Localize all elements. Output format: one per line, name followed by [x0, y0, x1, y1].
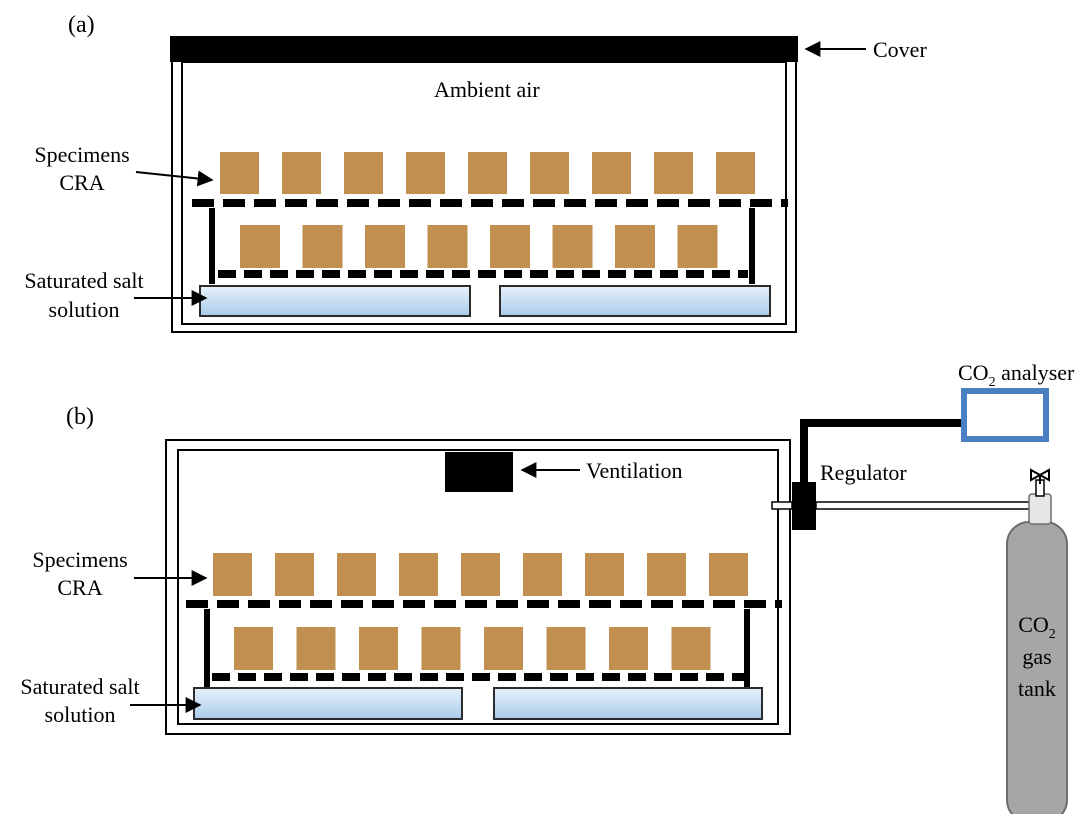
panel-b-top-specimen-7 [585, 553, 624, 596]
panel-a-top-specimen-4 [406, 152, 445, 194]
panel-a-bottom-specimen-1 [240, 225, 280, 268]
panel-a-top-specimen-8 [654, 152, 693, 194]
panel-b-bottom-specimen-1 [234, 627, 273, 670]
panel-b-left-post [204, 609, 210, 687]
panel-b-solution-tray-left [193, 687, 463, 720]
panel-b-co2-analyser [961, 388, 1049, 442]
panel-a-top-specimen-1 [220, 152, 259, 194]
panel-a-salt-label: Saturated salt [24, 268, 143, 293]
panel-b-top-specimen-1 [213, 553, 252, 596]
panel-a-specimens-top-row [220, 152, 755, 194]
panel-a-cra-label: CRA [59, 170, 104, 195]
panel-b-gas-line-inlet [771, 501, 793, 510]
panel-a-top-specimen-2 [282, 152, 321, 194]
panel-a-solution-tray-left [199, 285, 471, 317]
tank-label-line2: gas [1022, 644, 1051, 669]
panel-a: (a) Cover Ambient air Specimens CRA Satu… [24, 12, 927, 333]
panel-a-solution-tray-right [499, 285, 771, 317]
valve-icon [1030, 468, 1050, 484]
panel-b-ventilation-unit [445, 452, 513, 492]
panel-a-bottom-specimen-7 [615, 225, 655, 268]
panel-b-cra-label: CRA [57, 575, 102, 600]
panel-b-top-specimen-4 [399, 553, 438, 596]
panel-a-bottom-specimen-6 [552, 225, 593, 268]
panel-a-solution-label: solution [49, 297, 120, 322]
panel-b-top-specimen-9 [709, 553, 748, 596]
panel-a-specimens-bottom-row [240, 225, 718, 268]
panel-a-tag: (a) [68, 12, 95, 38]
panel-b-bottom-specimen-6 [546, 627, 586, 670]
panel-b-top-specimen-2 [275, 553, 314, 596]
panel-a-ambient-label: Ambient air [434, 77, 540, 102]
panel-b-bottom-specimen-8 [671, 627, 711, 670]
panel-b-solution-label: solution [45, 702, 116, 727]
panel-b-ventilation-label: Ventilation [586, 458, 683, 483]
panel-a-top-specimen-7 [592, 152, 631, 194]
panel-b-co2-gas-tank: CO2 gas tank [1006, 468, 1068, 814]
panel-b-solution-tray-right [493, 687, 763, 720]
panel-a-bottom-specimen-2 [302, 225, 343, 268]
panel-a-top-specimen-9 [716, 152, 755, 194]
tank-label-line3: tank [1018, 676, 1056, 701]
panel-a-cover-label: Cover [873, 37, 927, 62]
panel-b-gas-line [815, 501, 1031, 510]
panel-b-specimens-bottom-row [234, 627, 711, 670]
panel-b-regulator [792, 482, 816, 530]
panel-a-top-specimen-3 [344, 152, 383, 194]
panel-b-top-specimen-3 [337, 553, 376, 596]
panel-a-left-post [209, 208, 215, 284]
panel-a-right-post [749, 208, 755, 284]
panel-a-top-specimen-6 [530, 152, 569, 194]
panel-b-specimens-top-row [213, 553, 748, 596]
panel-b-bottom-specimen-7 [609, 627, 648, 670]
panel-a-bottom-specimen-4 [427, 225, 468, 268]
panel-b-top-specimen-8 [647, 553, 686, 596]
panel-b-top-specimen-6 [523, 553, 562, 596]
panel-b-analyser-tube [800, 419, 964, 496]
panel-a-bottom-specimen-3 [365, 225, 405, 268]
panel-b-analyser-label: CO2 analyser [958, 360, 1075, 390]
panel-a-cover [170, 36, 798, 62]
tank-label-line1: CO2 [1018, 612, 1056, 642]
panel-b: (b) Ventilation Specimens CRA Saturated … [20, 360, 1075, 814]
panel-b-bottom-specimen-2 [296, 627, 336, 670]
panel-b-right-post [744, 609, 750, 687]
panel-b-tag: (b) [66, 404, 94, 430]
panel-b-salt-label: Saturated salt [20, 674, 139, 699]
panel-a-top-specimen-5 [468, 152, 507, 194]
panel-a-bottom-specimen-5 [490, 225, 530, 268]
panel-b-top-specimen-5 [461, 553, 500, 596]
panel-b-bottom-specimen-5 [484, 627, 523, 670]
panel-b-bottom-specimen-4 [421, 627, 461, 670]
panel-b-bottom-specimen-3 [359, 627, 398, 670]
panel-b-specimens-label: Specimens [32, 547, 127, 572]
panel-a-specimens-label: Specimens [34, 142, 129, 167]
panel-b-inner-box [177, 449, 779, 725]
panel-b-outer-box [165, 439, 791, 735]
tank-neck [1028, 493, 1052, 525]
panel-a-specimens-arrow [135, 170, 214, 187]
panel-b-regulator-label: Regulator [820, 460, 907, 485]
panel-a-bottom-specimen-8 [677, 225, 718, 268]
